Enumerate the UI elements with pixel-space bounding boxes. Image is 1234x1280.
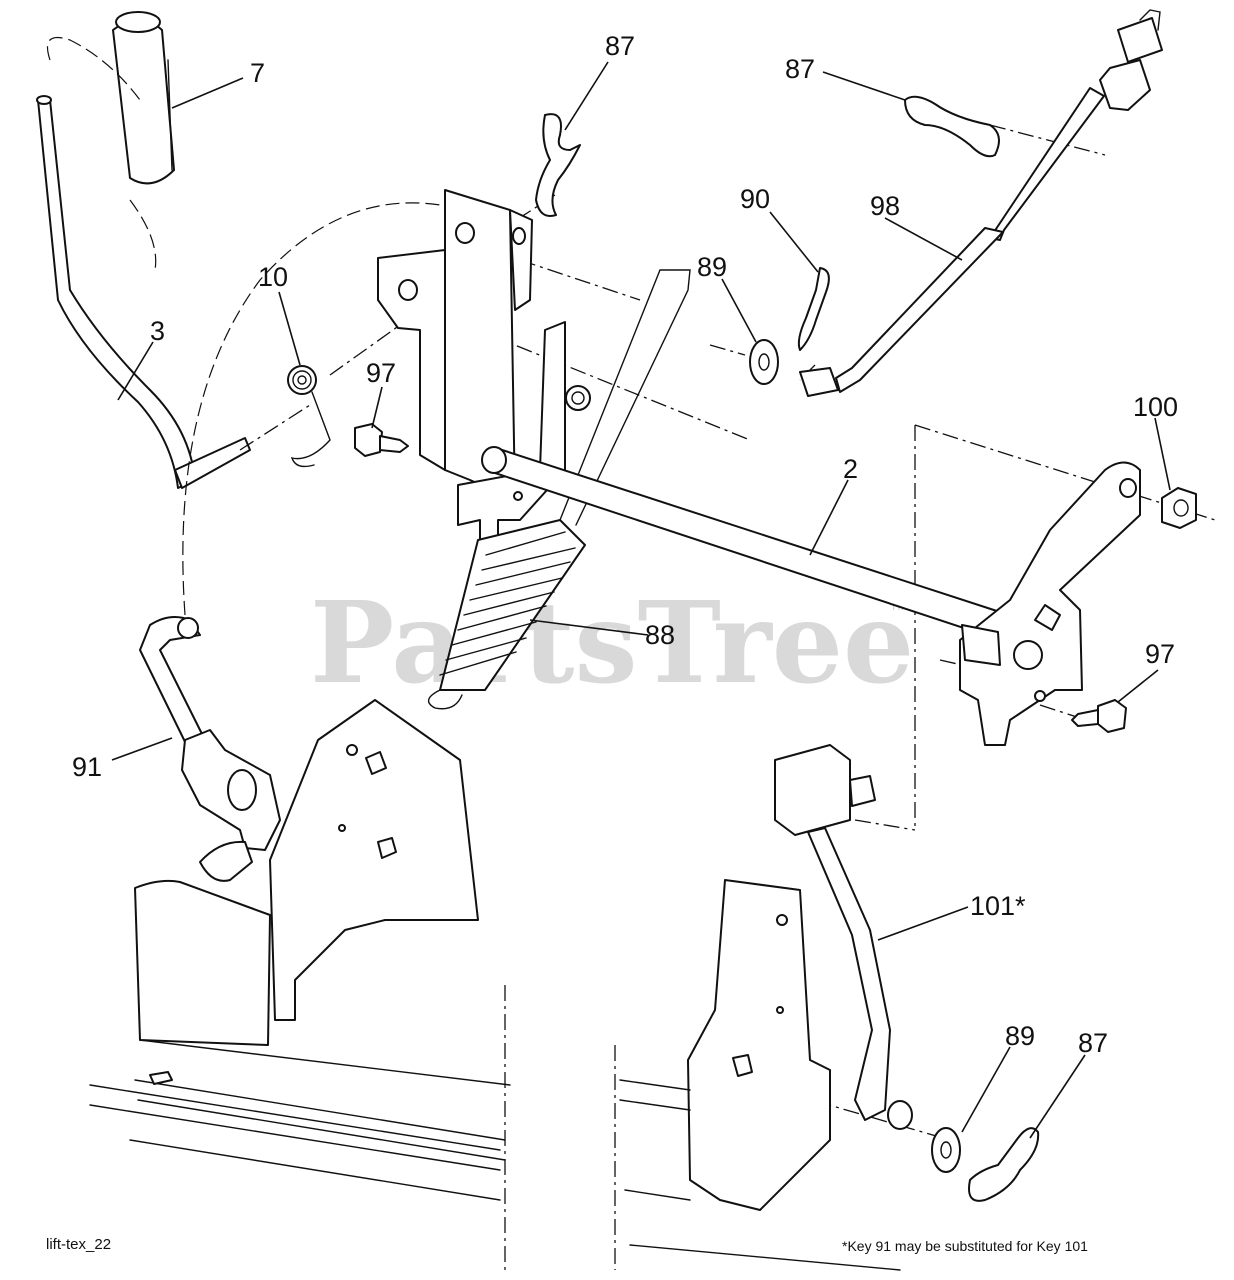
left-deck-body xyxy=(89,879,511,1201)
nut-part-100 xyxy=(1161,487,1197,529)
callout-91: 91 xyxy=(72,752,102,782)
hair-pin-clip-part-87-bottom xyxy=(968,1127,1040,1202)
extension-spring-part-88 xyxy=(427,269,691,710)
callout-100: 100 xyxy=(1133,392,1178,422)
handle-grip-part-7 xyxy=(112,11,175,185)
callout-101: 101* xyxy=(970,891,1026,921)
callout-87-top: 87 xyxy=(605,31,635,61)
callout-10: 10 xyxy=(258,262,288,292)
hair-pin-clip-part-87-top xyxy=(535,113,581,217)
lift-link-part-101 xyxy=(774,744,913,1130)
callout-89-top: 89 xyxy=(697,252,727,282)
right-deck-bracket xyxy=(619,879,901,1271)
callout-97-right: 97 xyxy=(1145,639,1175,669)
callout-98: 98 xyxy=(870,191,900,221)
left-deck-bracket xyxy=(269,699,479,1021)
torsion-spring-part-10 xyxy=(287,365,331,468)
callout-leader-lines xyxy=(111,61,1171,1139)
washer-part-89-bottom xyxy=(931,1127,961,1173)
hair-pin-clip-part-87-right xyxy=(904,95,1000,158)
diagram-id-label: lift-tex_22 xyxy=(46,1236,112,1253)
callout-87-right: 87 xyxy=(785,54,815,84)
bolt-part-97-left xyxy=(354,423,409,457)
watermark-text: PartsTree xyxy=(310,578,914,709)
callout-7: 7 xyxy=(250,58,265,88)
callout-97-left: 97 xyxy=(366,358,396,388)
adjustment-rod-part-98 xyxy=(799,9,1163,397)
callout-87-bottom: 87 xyxy=(1078,1028,1108,1058)
callout-labels: 7 87 87 3 10 97 90 89 98 100 2 88 97 91 … xyxy=(72,31,1178,1058)
callout-2: 2 xyxy=(843,454,858,484)
substitution-footnote: *Key 91 may be substituted for Key 101 xyxy=(842,1238,1088,1254)
lift-bracket-assembly xyxy=(377,189,591,551)
callout-3: 3 xyxy=(150,316,165,346)
bolt-part-97-right xyxy=(1071,699,1127,733)
right-lift-arm xyxy=(959,461,1141,746)
callout-88: 88 xyxy=(645,620,675,650)
callout-89-bottom: 89 xyxy=(1005,1021,1035,1051)
cotter-pin-part-90 xyxy=(797,267,830,351)
lift-lever-part-3 xyxy=(36,36,251,489)
washer-part-89-top xyxy=(749,339,779,385)
callout-90: 90 xyxy=(740,184,770,214)
